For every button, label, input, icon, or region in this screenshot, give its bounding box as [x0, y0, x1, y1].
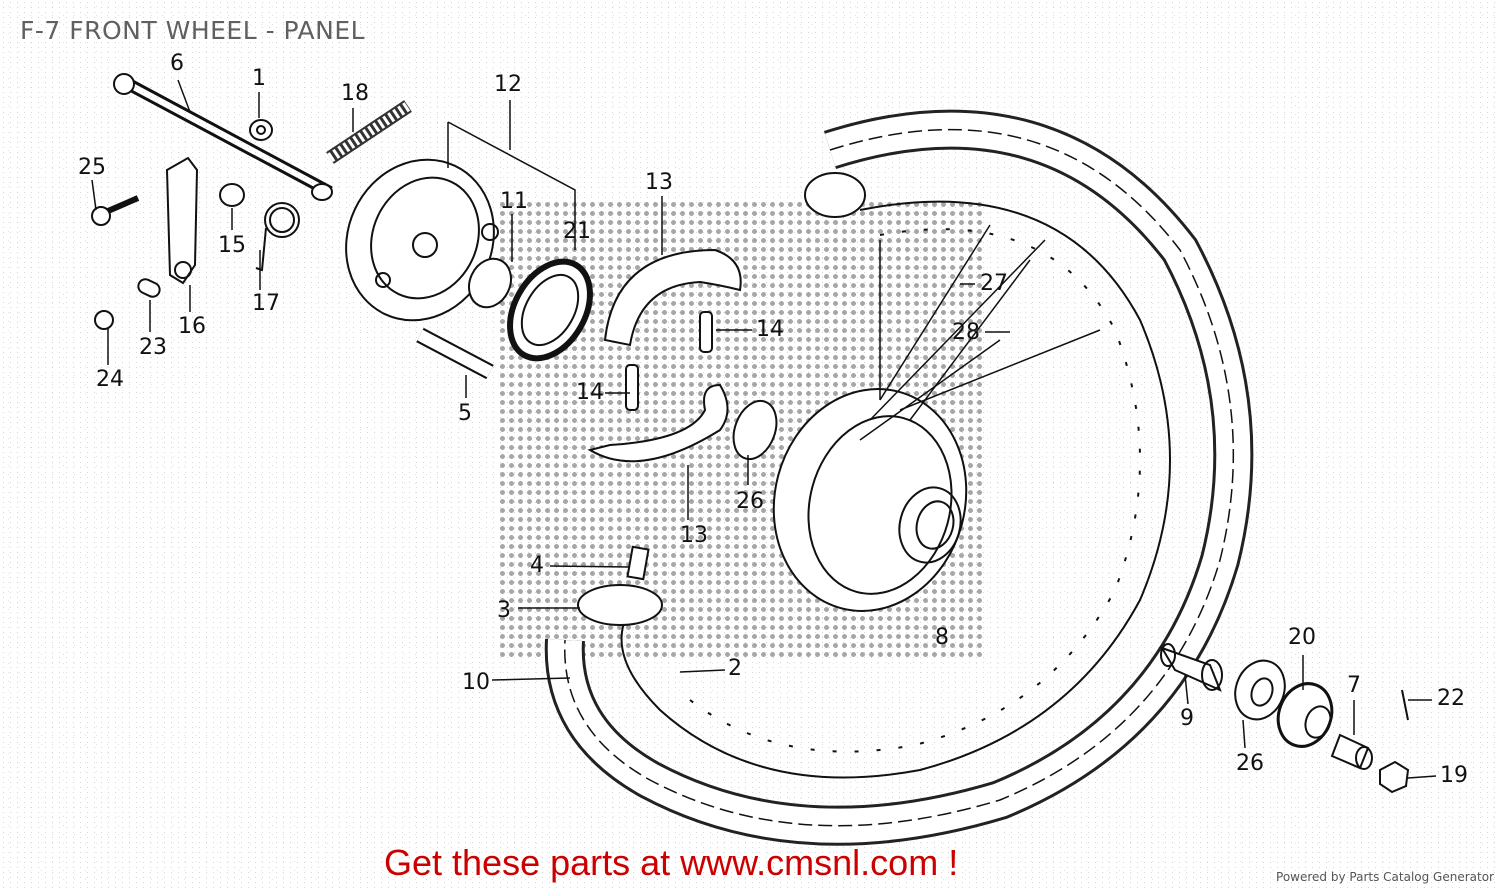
- callout-3[interactable]: 3: [497, 598, 511, 623]
- collar-part-23: [137, 278, 161, 298]
- leader-lines: [91, 79, 1437, 779]
- callout-1[interactable]: 1: [252, 66, 266, 91]
- callout-23[interactable]: 23: [139, 335, 167, 360]
- hub-part-8: [772, 388, 968, 612]
- cotter-pin-part-22: [1401, 689, 1409, 721]
- dust-seal-part-20: [1276, 682, 1334, 748]
- brake-shoe-lower-part-13: [587, 383, 729, 463]
- bolt-part-25: [91, 195, 140, 226]
- callout-11[interactable]: 11: [500, 189, 528, 214]
- brake-shoe-upper-part-13: [603, 248, 742, 347]
- callout-22[interactable]: 22: [1437, 686, 1465, 711]
- callout-25[interactable]: 25: [78, 155, 106, 180]
- axle-part-6: [113, 73, 333, 201]
- brake-arm-part-16: [165, 156, 199, 285]
- page-title: F-7 FRONT WHEEL - PANEL: [20, 16, 366, 45]
- collar-part-9: [1159, 643, 1223, 692]
- brake-cam-part-5: [416, 327, 494, 380]
- dust-seal-part-21: [507, 258, 593, 362]
- callout-10[interactable]: 10: [462, 670, 490, 695]
- callout-7[interactable]: 7: [1347, 673, 1361, 698]
- callout-26-center[interactable]: 26: [736, 489, 764, 514]
- callout-9[interactable]: 9: [1180, 706, 1194, 731]
- callout-14-right[interactable]: 14: [756, 317, 784, 342]
- callout-19[interactable]: 19: [1440, 763, 1468, 788]
- nut-part-1: [249, 119, 273, 141]
- callout-13-lower[interactable]: 13: [680, 523, 708, 548]
- callout-28[interactable]: 28: [952, 320, 980, 345]
- tube-end: [804, 172, 866, 218]
- callout-4[interactable]: 4: [530, 553, 544, 578]
- callout-13-upper[interactable]: 13: [645, 170, 673, 195]
- callout-2[interactable]: 2: [728, 656, 742, 681]
- callout-17[interactable]: 17: [252, 291, 280, 316]
- shoe-spring-part-14a: [699, 311, 713, 353]
- spring-part-18: [326, 100, 412, 164]
- gearbox-part-11: [468, 257, 512, 309]
- spokes-part-27-28: [859, 224, 1101, 441]
- callout-18[interactable]: 18: [341, 81, 369, 106]
- callout-24[interactable]: 24: [96, 367, 124, 392]
- callout-16[interactable]: 16: [178, 314, 206, 339]
- brake-panel-part-12: [345, 158, 499, 322]
- bolt-part-24: [94, 310, 114, 330]
- rim-band-part-4: [626, 545, 650, 581]
- callout-20[interactable]: 20: [1288, 625, 1316, 650]
- bearing-part-26a: [732, 399, 778, 461]
- callout-8[interactable]: 8: [935, 625, 949, 650]
- bearing-part-26b: [1234, 659, 1286, 721]
- callout-21[interactable]: 21: [563, 219, 591, 244]
- tube-part-3: [577, 584, 663, 626]
- rim-part-2: [620, 200, 1171, 779]
- collar-part-7: [1330, 733, 1373, 770]
- get-parts-link[interactable]: Get these parts at www.cmsnl.com !: [384, 842, 959, 883]
- callout-27[interactable]: 27: [980, 271, 1008, 296]
- powered-by-credit: Powered by Parts Catalog Generator: [1276, 870, 1494, 884]
- callout-6[interactable]: 6: [170, 51, 184, 76]
- callout-5[interactable]: 5: [458, 401, 472, 426]
- callout-26-right[interactable]: 26: [1236, 751, 1264, 776]
- shoe-spring-part-14b: [625, 364, 639, 411]
- callout-12[interactable]: 12: [494, 72, 522, 97]
- return-spring-part-17: [255, 202, 300, 272]
- indicator-plate-part-15: [219, 183, 245, 207]
- callout-15[interactable]: 15: [218, 233, 246, 258]
- axle-nut-part-19: [1379, 760, 1410, 794]
- callout-14-left[interactable]: 14: [576, 380, 604, 405]
